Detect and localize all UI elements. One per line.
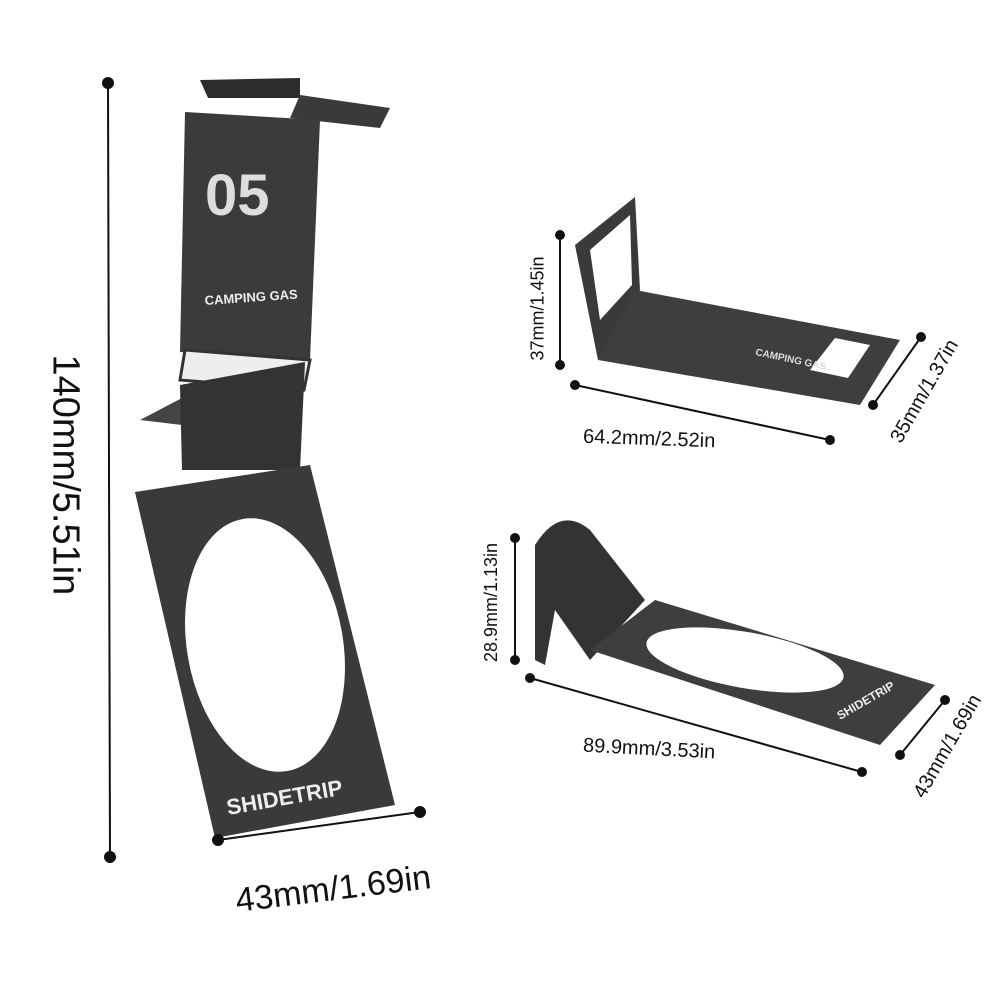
- top-length-label: 64.2mm/2.52in: [582, 425, 716, 453]
- dimension-lines: [102, 77, 950, 863]
- bottom-piece: SHIDETRIP: [535, 520, 935, 745]
- badge-number-logo: 05: [205, 163, 270, 228]
- unfolded-height-label: 140mm/5.51in: [44, 354, 87, 596]
- top-piece: CAMPING GAS: [575, 197, 900, 405]
- unfolded-holder: 05 CAMPING GAS SHIDETRIP: [135, 78, 395, 838]
- badge-title-logo: CAMPING GAS: [204, 287, 298, 308]
- bottom-height-label: 28.9mm/1.13in: [481, 542, 501, 663]
- top-height-label: 37mm/1.45in: [527, 256, 548, 361]
